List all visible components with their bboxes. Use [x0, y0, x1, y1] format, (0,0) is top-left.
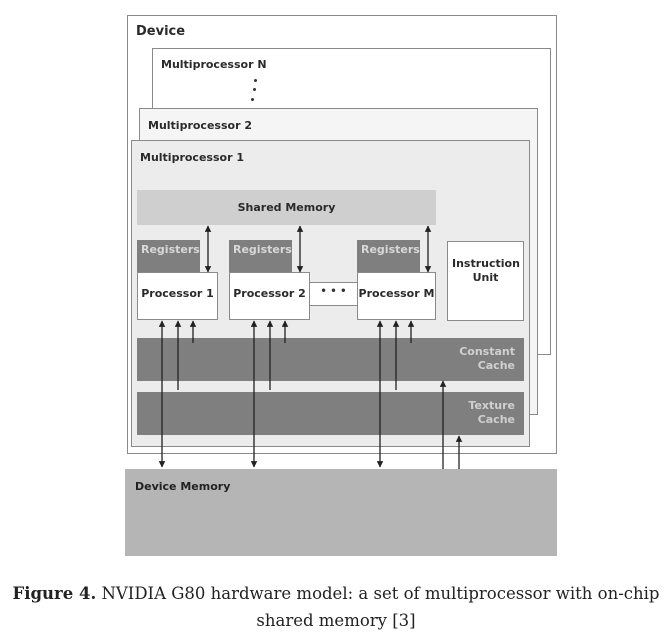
shared-memory-block: Shared Memory — [137, 190, 436, 225]
registers-label: Registers — [141, 243, 200, 256]
processor-connector: • • • — [310, 282, 357, 306]
processor-m-block: Processor M — [357, 272, 436, 320]
registers-block-2: Registers — [229, 240, 292, 272]
device-label: Device — [136, 24, 186, 39]
registers-block-m: Registers — [357, 240, 420, 272]
registers-label: Registers — [233, 243, 292, 256]
horizontal-ellipsis: • • • — [320, 286, 347, 297]
processor-2-label: Processor 2 — [233, 287, 306, 300]
processor-m-label: Processor M — [358, 287, 435, 300]
registers-label: Registers — [361, 243, 420, 256]
figure-caption: Figure 4. NVIDIA G80 hardware model: a s… — [0, 580, 672, 634]
texture-cache-block: Texture Cache — [137, 392, 524, 435]
processor-1-label: Processor 1 — [141, 287, 214, 300]
multiprocessor-1-label: Multiprocessor 1 — [140, 151, 244, 164]
device-memory-block: Device Memory — [125, 469, 557, 556]
constant-cache-block: Constant Cache — [137, 338, 524, 381]
instruction-unit-label: Instruction Unit — [452, 257, 520, 284]
processor-1-block: Processor 1 — [137, 272, 218, 320]
multiprocessor-n-label: Multiprocessor N — [161, 58, 267, 71]
shared-memory-label: Shared Memory — [237, 201, 336, 214]
device-memory-label: Device Memory — [135, 480, 231, 493]
multiprocessor-2-label: Multiprocessor 2 — [148, 119, 252, 132]
registers-block-1: Registers — [137, 240, 200, 272]
vertical-ellipsis-icon — [250, 79, 258, 107]
processor-2-block: Processor 2 — [229, 272, 310, 320]
texture-cache-label: Texture Cache — [468, 399, 515, 426]
instruction-unit-block: Instruction Unit — [447, 241, 524, 321]
constant-cache-label: Constant Cache — [459, 345, 515, 372]
caption-text: NVIDIA G80 hardware model: a set of mult… — [96, 584, 660, 630]
caption-label: Figure 4. — [12, 584, 97, 603]
